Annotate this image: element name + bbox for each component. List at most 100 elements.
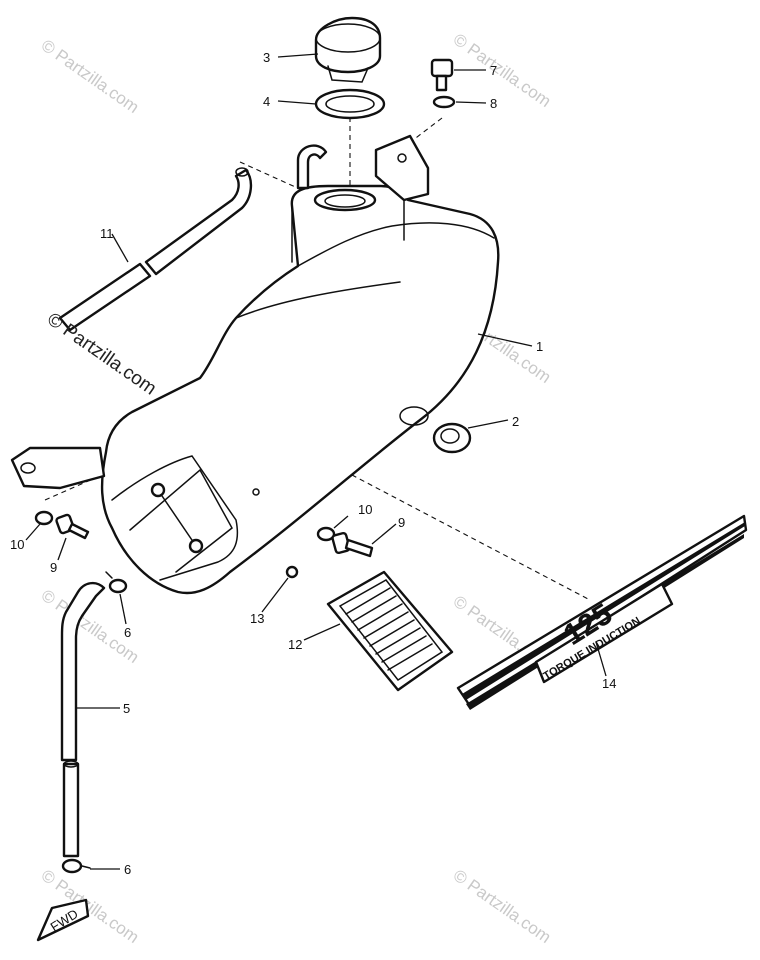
fuel-cap-neck — [327, 65, 369, 83]
grommet-outer — [432, 422, 472, 454]
hose-lower — [62, 762, 80, 858]
grommet[interactable] — [432, 422, 472, 454]
knee-pad-inner — [338, 579, 444, 681]
hose-upper — [60, 581, 106, 762]
fuel-tank-body — [100, 184, 500, 595]
decal-plate — [534, 582, 674, 684]
callout-4: 4 — [263, 94, 270, 109]
clip-tab — [81, 865, 91, 869]
leader-line — [111, 233, 129, 263]
hose-clip — [61, 858, 83, 874]
leader-line — [371, 523, 397, 545]
fuel-hose-5[interactable] — [60, 581, 106, 858]
knee-pad-ribs — [345, 587, 433, 671]
forward-direction-arrow: FWD — [36, 898, 90, 942]
hose-segment — [144, 168, 253, 276]
tank-top-ridge — [297, 222, 495, 267]
leader-line — [57, 537, 67, 561]
callout-11: 11 — [100, 226, 114, 241]
leader-line — [277, 53, 319, 58]
tank-side-crease — [235, 281, 401, 319]
hose-end — [235, 167, 249, 177]
leader-line — [333, 515, 349, 529]
callout-labels: 1 2 3 4 5 6 6 7 8 9 9 10 10 11 12 13 14 — [10, 50, 616, 877]
leader-line — [467, 419, 509, 429]
front-mount-bracket — [10, 446, 106, 490]
knee-pad[interactable] — [326, 570, 454, 692]
breather-pipe — [296, 144, 328, 190]
leader-lines — [25, 53, 607, 870]
fuel-tank[interactable] — [10, 134, 500, 595]
callout-5: 5 — [123, 701, 130, 716]
gasket[interactable] — [314, 88, 386, 120]
callout-14: 14 — [602, 676, 616, 691]
fwd-arrow-shape — [36, 898, 90, 942]
washer-10-right[interactable] — [316, 526, 336, 542]
callout-2: 2 — [512, 414, 519, 429]
hose-segment — [58, 262, 152, 332]
decal-stripe-band — [462, 522, 745, 700]
hose-11[interactable] — [58, 167, 253, 332]
nut-13[interactable] — [285, 565, 299, 579]
recess-hole — [150, 482, 166, 498]
knee-pad-outline — [326, 570, 454, 692]
callout-8: 8 — [490, 96, 497, 111]
clip-tab — [105, 571, 113, 579]
callout-7: 7 — [490, 63, 497, 78]
washer-8[interactable] — [432, 95, 456, 109]
leader-line — [25, 523, 41, 541]
nut — [285, 565, 299, 579]
bolt-7[interactable] — [430, 58, 454, 92]
tank-recess — [111, 455, 239, 581]
watermark-prominent: © Partzilla.com — [43, 309, 160, 400]
tank-side-hole — [399, 406, 429, 426]
bracket-hole — [20, 462, 36, 474]
callout-9: 9 — [398, 515, 405, 530]
leader-line — [277, 100, 317, 105]
fuel-cap-top — [315, 23, 381, 53]
gasket-inner — [325, 95, 375, 113]
leader-line — [455, 101, 487, 104]
assembly-line — [311, 453, 591, 601]
leader-line — [119, 593, 127, 625]
callout-1: 1 — [536, 339, 543, 354]
hose-joint — [63, 760, 79, 768]
callout-10: 10 — [10, 537, 24, 552]
bolt-head — [430, 58, 454, 78]
bolt-shank — [67, 522, 90, 540]
fuel-cap-body — [314, 16, 382, 74]
washer — [34, 510, 54, 526]
bolt-9-left[interactable] — [55, 513, 90, 540]
washer-10-left[interactable] — [34, 510, 54, 526]
filler-threads — [324, 194, 366, 208]
recess-hole — [188, 538, 204, 554]
callout-12: 12 — [288, 637, 302, 652]
bolt-shank — [435, 74, 448, 92]
watermark: © Partzilla.com — [450, 866, 555, 947]
grommet-inner — [440, 428, 460, 444]
recess-strap — [157, 489, 197, 547]
watermark: © Partzilla.com — [38, 36, 143, 117]
callout-6: 6 — [124, 862, 131, 877]
bolt-shank — [344, 538, 374, 558]
fuel-cap[interactable] — [314, 16, 382, 83]
bolt-9-right[interactable] — [331, 531, 374, 558]
mount-hole — [397, 153, 407, 163]
leader-line — [303, 623, 341, 641]
callout-3: 3 — [263, 50, 270, 65]
hose-clip — [108, 578, 128, 594]
rear-mount-block — [374, 134, 430, 202]
washer — [432, 95, 456, 109]
leader-line — [477, 333, 533, 347]
washer — [316, 526, 336, 542]
tank-small-hole — [252, 488, 260, 496]
leader-line — [261, 577, 289, 613]
callout-9: 9 — [50, 560, 57, 575]
callout-13: 13 — [250, 611, 264, 626]
callout-10: 10 — [358, 502, 372, 517]
assembly-line — [239, 161, 303, 191]
clip-6-upper[interactable] — [105, 571, 128, 594]
clip-6-lower[interactable] — [61, 858, 91, 874]
